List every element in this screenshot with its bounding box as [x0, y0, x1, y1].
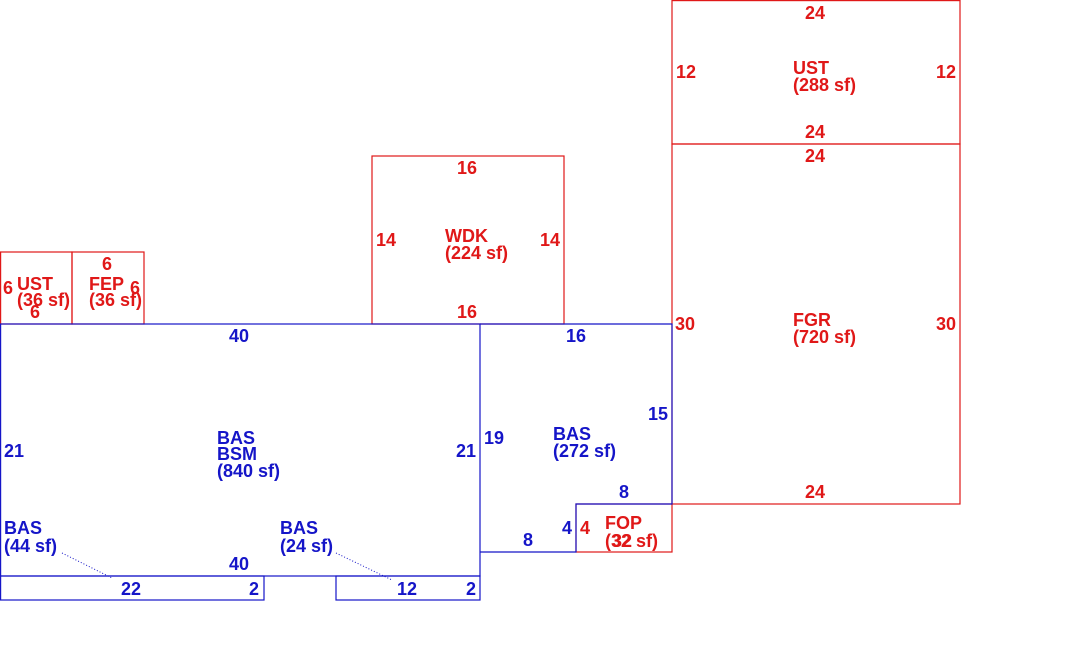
bas-main-left-dim: 21 — [4, 441, 24, 461]
ust-small-left-dim: 6 — [3, 278, 13, 298]
bas-272-right-dim: 15 — [648, 404, 668, 424]
bas-main-bottom-dim: 40 — [229, 554, 249, 574]
bas-272-step-dim: 4 — [562, 518, 572, 538]
fgr-right-dim: 30 — [936, 314, 956, 334]
ust-top-area: (288 sf) — [793, 75, 856, 95]
living-area-outlines — [0, 323, 673, 601]
wdk-code: WDK — [445, 226, 488, 246]
fep-right-dim: 6 — [130, 278, 140, 298]
bas-main-code: BAS — [217, 428, 255, 448]
ust-small-bottom-dim: 6 — [30, 302, 40, 322]
bas-main-code2: BSM — [217, 444, 257, 464]
fep-area: (36 sf) — [89, 290, 142, 310]
bas-main-area: (840 sf) — [217, 461, 280, 481]
bas-44-code: BAS — [4, 518, 42, 538]
fgr-bottom-dim: 24 — [805, 482, 825, 502]
fop-bottom-dim: 32 — [612, 531, 632, 551]
bas-272-outline — [480, 323, 673, 553]
bas-main-top-dim: 40 — [229, 326, 249, 346]
wdk-bottom-dim: 16 — [457, 302, 477, 322]
fep-top-dim: 6 — [102, 254, 112, 274]
bas-44-right-dim: 2 — [249, 579, 259, 599]
bas-44-leader — [61, 552, 113, 579]
wdk-area: (224 sf) — [445, 243, 508, 263]
ust-small-code: UST — [17, 274, 53, 294]
bas-24-leader — [335, 552, 393, 581]
ust-top-left-dim: 12 — [676, 62, 696, 82]
dimension-labels-red: 24 12 12 24 24 30 30 24 16 14 14 16 6 6 … — [3, 3, 956, 551]
fgr-left-dim: 30 — [675, 314, 695, 334]
fgr-area: (720 sf) — [793, 327, 856, 347]
fop-code: FOP — [605, 513, 642, 533]
bas-main-right-dim: 21 — [456, 441, 476, 461]
bas-272-bottom-dim: 8 — [523, 530, 533, 550]
area-labels: UST (288 sf) FGR (720 sf) WDK (224 sf) U… — [4, 58, 856, 556]
bas-24-bottom-dim: 12 — [397, 579, 417, 599]
fgr-top-dim: 24 — [805, 146, 825, 166]
wdk-left-dim: 14 — [376, 230, 396, 250]
fop-left-dim: 4 — [580, 518, 590, 538]
bas-44-outline — [0, 575, 265, 601]
ust-top-right-dim: 12 — [936, 62, 956, 82]
dimension-labels-blue: 40 21 21 40 16 19 15 4 8 8 22 2 12 2 — [4, 326, 668, 599]
wdk-top-dim: 16 — [457, 158, 477, 178]
bas-44-area: (44 sf) — [4, 536, 57, 556]
fop-area: (32 sf) — [605, 531, 658, 551]
bas-272-area: (272 sf) — [553, 441, 616, 461]
ust-top-top-dim: 24 — [805, 3, 825, 23]
ust-top-bottom-dim: 24 — [805, 122, 825, 142]
ust-small-area: (36 sf) — [17, 290, 70, 310]
fgr-code: FGR — [793, 310, 831, 330]
fep-code: FEP — [89, 274, 124, 294]
bas-24-area: (24 sf) — [280, 536, 333, 556]
bas-272-top-dim: 16 — [566, 326, 586, 346]
bas-44-bottom-dim: 22 — [121, 579, 141, 599]
bas-24-code: BAS — [280, 518, 318, 538]
ust-top-code: UST — [793, 58, 829, 78]
bas-272-code: BAS — [553, 424, 591, 444]
leader-lines — [61, 552, 393, 581]
bas-24-outline — [335, 575, 481, 601]
bas-24-right-dim: 2 — [466, 579, 476, 599]
fop-top-dim: 8 — [619, 482, 629, 502]
wdk-right-dim: 14 — [540, 230, 560, 250]
bas-272-left-dim: 19 — [484, 428, 504, 448]
